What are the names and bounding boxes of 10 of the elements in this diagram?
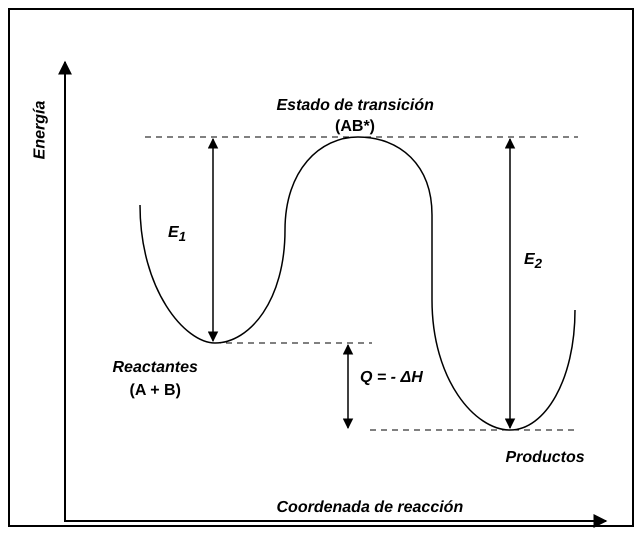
state-label: Reactantes: [112, 359, 198, 377]
state-label: Productos: [506, 449, 585, 467]
formula-label: (AB*): [335, 118, 375, 136]
formula-label: (A + B): [130, 382, 181, 400]
axis-title: Coordenada de reacción: [276, 499, 464, 517]
axis-title: Energía: [30, 100, 49, 160]
enthalpy-label: Q = - ΔH: [360, 369, 423, 387]
energy-label: E$_{2}$: [524, 251, 542, 274]
energy-label: E$_{1}$: [168, 224, 186, 246]
state-label: Estado de transición: [276, 97, 434, 115]
